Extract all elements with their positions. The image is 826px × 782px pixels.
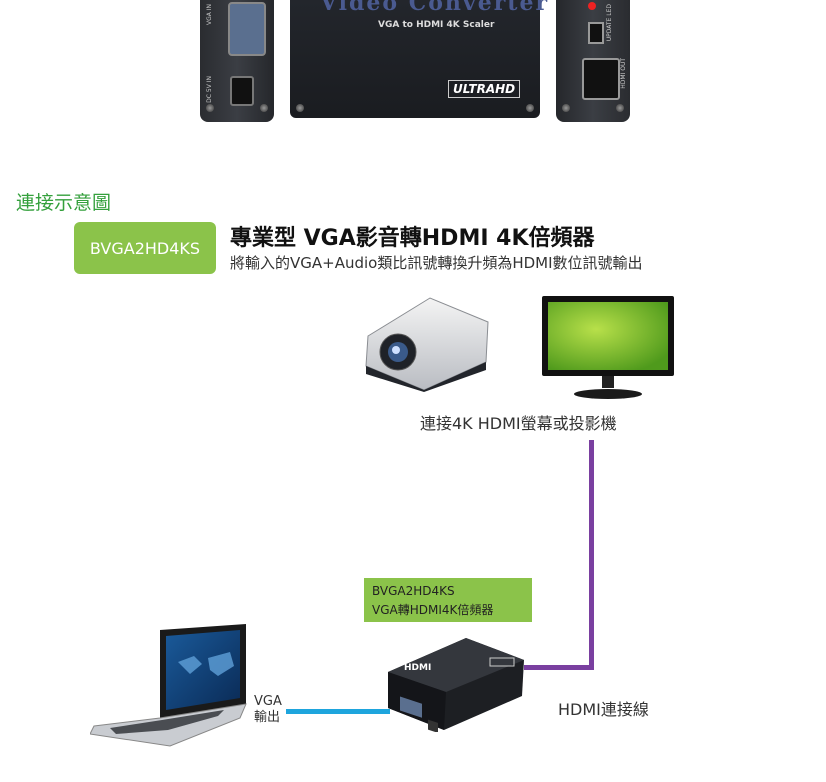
vga-port-icon [228, 2, 266, 56]
vga-out-line1: VGA [254, 694, 282, 709]
screw-icon [260, 104, 268, 112]
side-label: DC 5V IN [206, 76, 213, 103]
screw-icon [562, 104, 570, 112]
side-label: UPDATE LED [606, 4, 613, 42]
side-label: VGA IN [206, 4, 213, 26]
vga-out-line2: 輸出 [254, 710, 281, 725]
side-label: HDMI OUT [620, 58, 627, 89]
led-icon [588, 2, 596, 10]
headline: 專業型 VGA影音轉HDMI 4K倍頻器 [230, 226, 595, 251]
hdmi-port-icon [582, 58, 620, 100]
product-subtitle: VGA to HDMI 4K Scaler [378, 20, 495, 30]
screw-icon [206, 104, 214, 112]
monitor-icon [542, 296, 674, 399]
product-title: Video Converter [320, 0, 550, 16]
hdmi-cable-line [524, 665, 594, 670]
device-name: VGA轉HDMI4K倍頻器 [372, 603, 494, 617]
screw-icon [296, 104, 304, 112]
vga-cable-line [286, 709, 390, 714]
screw-icon [616, 104, 624, 112]
product-main-body [290, 0, 540, 118]
projector-icon [365, 297, 489, 392]
section-title: 連接示意圖 [16, 192, 112, 214]
ultrahd-badge: ULTRAHD [448, 80, 521, 98]
vga-out-label: VGA 輸出 [254, 694, 282, 726]
hdmi-cable-line [589, 440, 594, 670]
svg-text:HDMI: HDMI [404, 663, 431, 673]
model-badge: BVGA2HD4KS [74, 222, 216, 274]
hdmi-cable-label: HDMI連接線 [558, 700, 649, 719]
display-label: 連接4K HDMI螢幕或投影機 [420, 414, 617, 433]
dc-port-icon [230, 76, 254, 106]
usb-port-icon [588, 22, 604, 44]
screw-icon [526, 104, 534, 112]
device-label-box: BVGA2HD4KS VGA轉HDMI4K倍頻器 [364, 578, 532, 622]
converter-box-icon: HDMI [388, 638, 524, 732]
device-model: BVGA2HD4KS [372, 584, 455, 598]
laptop-icon [90, 624, 247, 747]
description: 將輸入的VGA+Audio類比訊號轉換升頻為HDMI數位訊號輸出 [230, 254, 643, 272]
